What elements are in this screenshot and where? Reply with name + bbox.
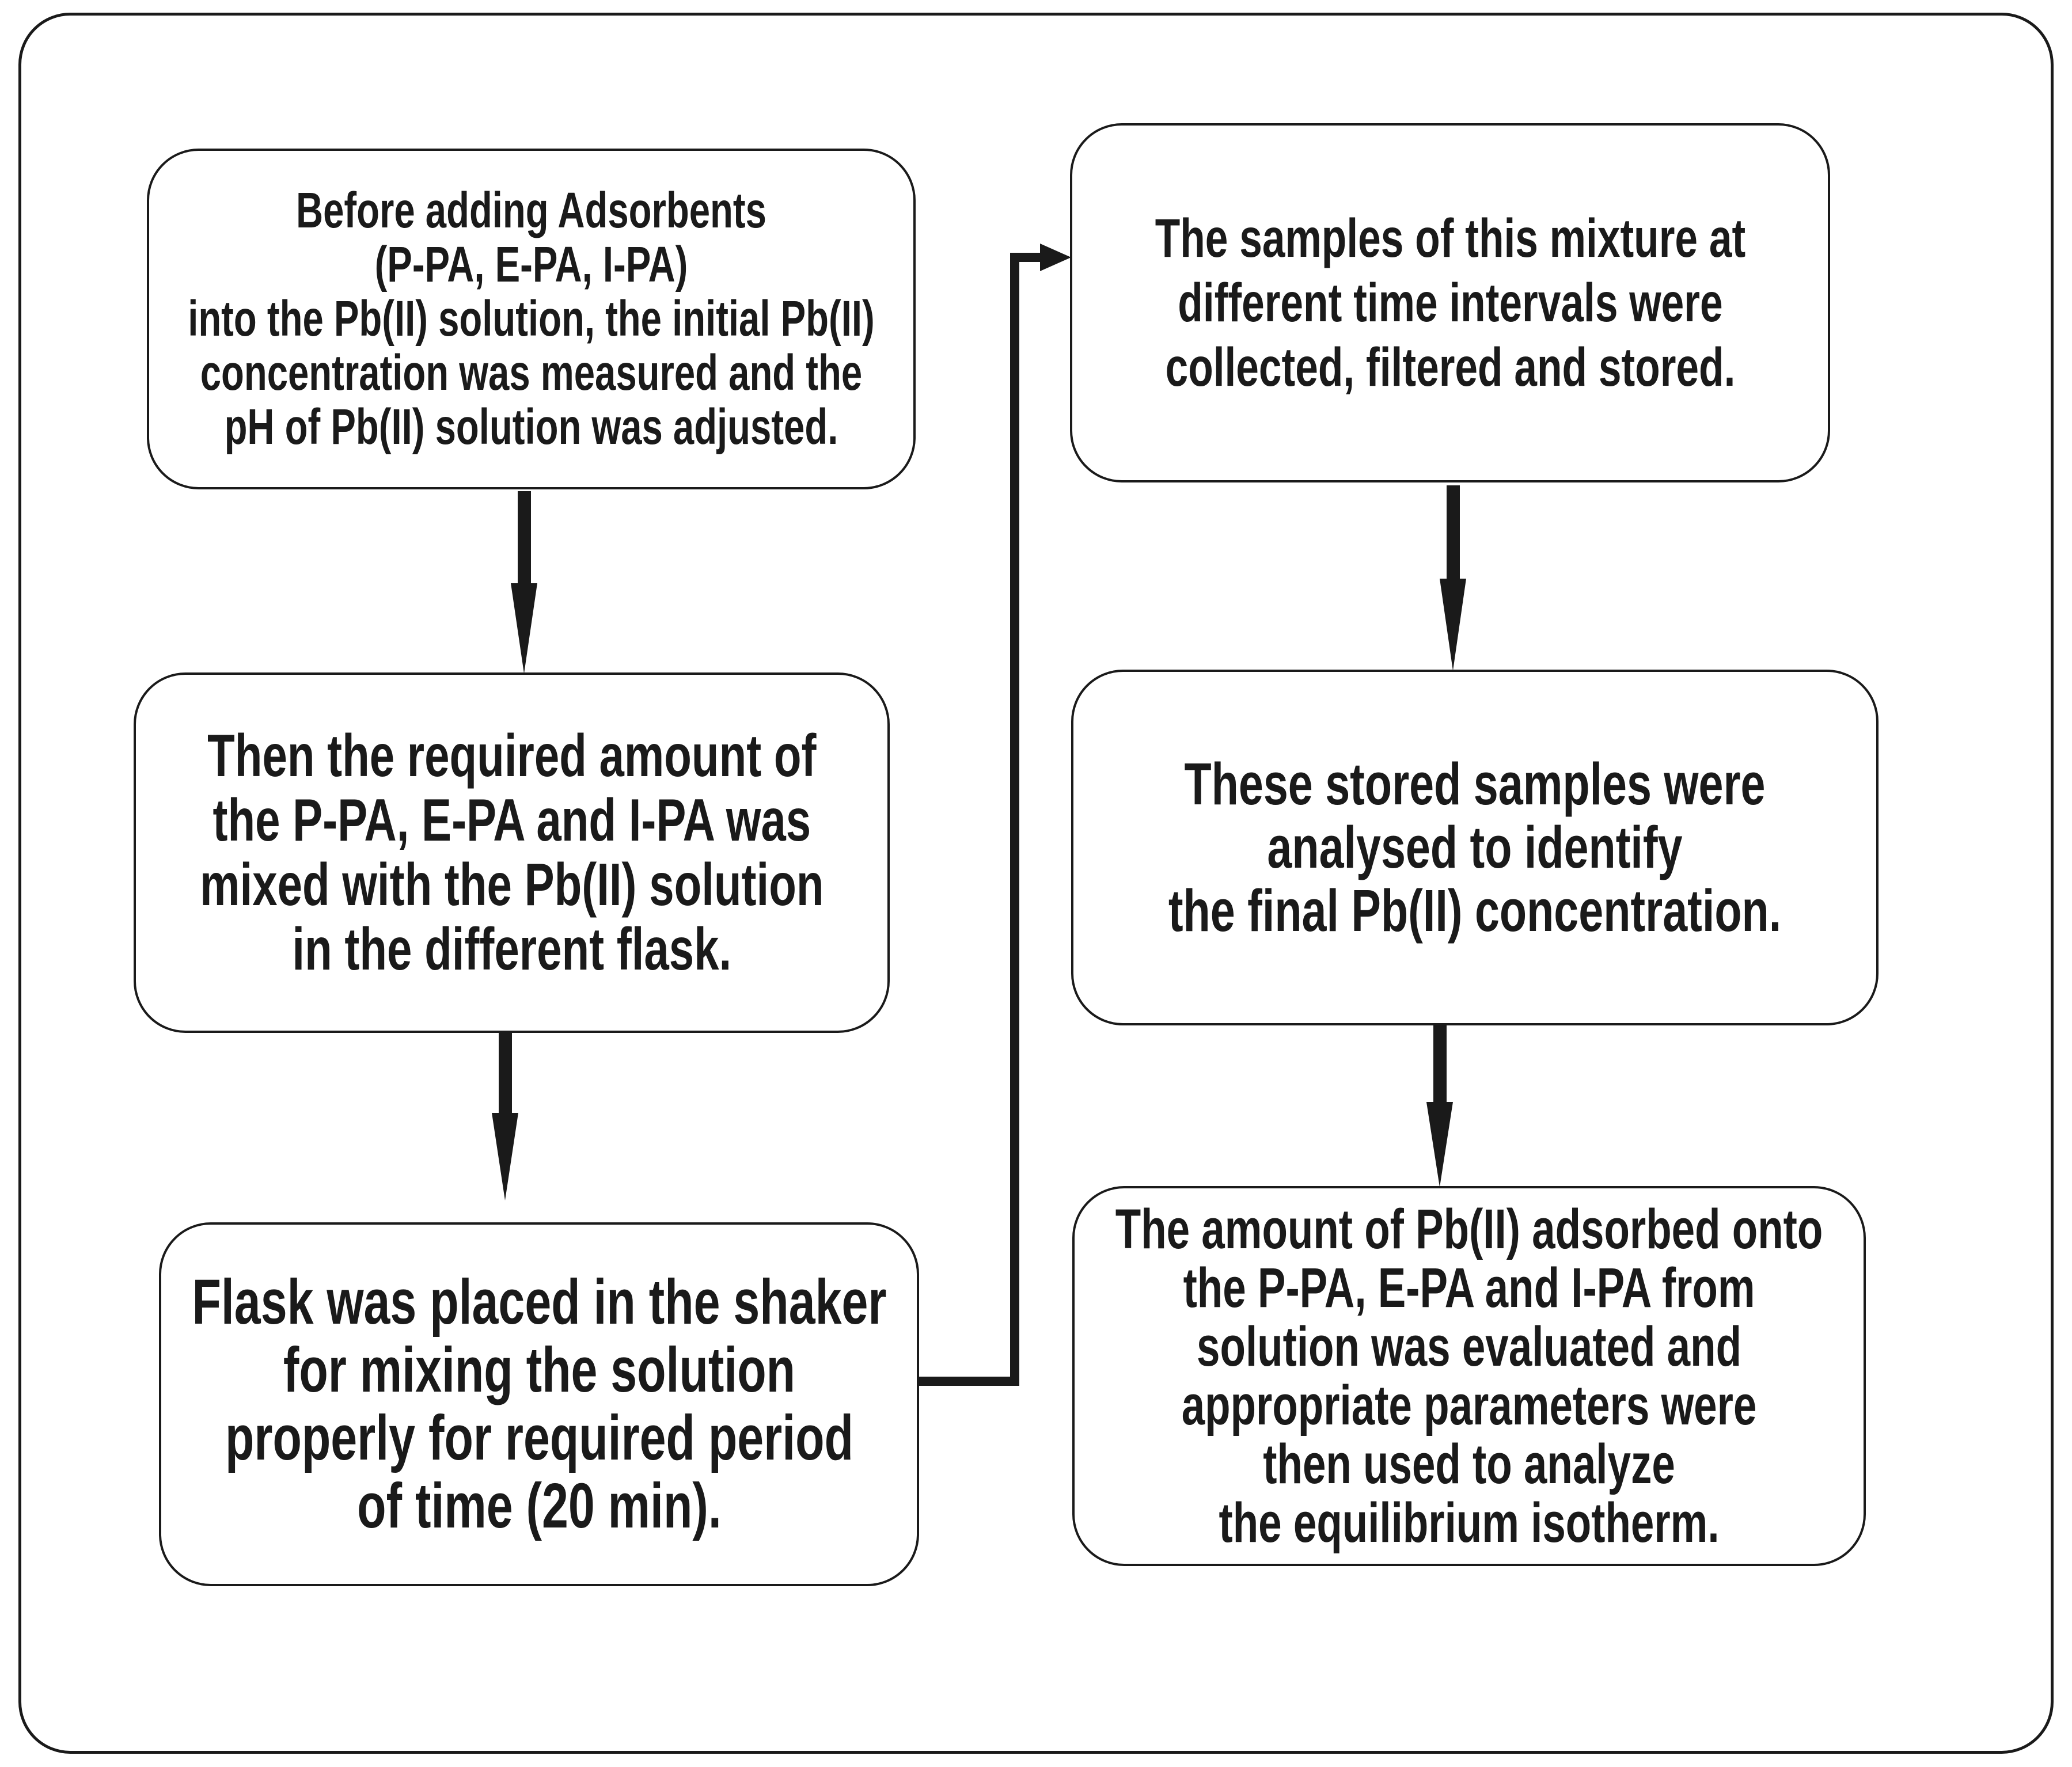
flow-box-step-3: Flask was placed in the shaker for mixin… xyxy=(159,1222,919,1586)
elbow-arrow-step3-to-step4-icon xyxy=(919,244,1071,1386)
flow-box-step-5-text: These stored samples were analysed to id… xyxy=(1168,751,1782,944)
flow-box-step-1-text: Before adding Adsorbents (P-PA, E-PA, I-… xyxy=(188,183,875,455)
flow-box-step-1: Before adding Adsorbents (P-PA, E-PA, I-… xyxy=(147,149,916,489)
flow-box-step-2-text: Then the required amount of the P-PA, E-… xyxy=(199,723,824,983)
arrow-step2-to-step3-icon xyxy=(492,1032,518,1200)
flow-box-step-4: The samples of this mixture at different… xyxy=(1070,123,1830,482)
flow-box-step-3-text: Flask was placed in the shaker for mixin… xyxy=(192,1267,886,1541)
arrow-step4-to-step5-icon xyxy=(1440,485,1466,671)
flow-box-step-5: These stored samples were analysed to id… xyxy=(1071,670,1879,1025)
flow-box-step-6-text: The amount of Pb(II) adsorbed onto the P… xyxy=(1115,1198,1823,1554)
arrow-step1-to-step2-icon xyxy=(511,491,537,674)
flow-box-step-2: Then the required amount of the P-PA, E-… xyxy=(134,672,890,1033)
flow-box-step-4-text: The samples of this mixture at different… xyxy=(1155,208,1745,398)
arrow-step5-to-step6-icon xyxy=(1426,1024,1453,1187)
flow-box-step-6: The amount of Pb(II) adsorbed onto the P… xyxy=(1072,1186,1866,1566)
